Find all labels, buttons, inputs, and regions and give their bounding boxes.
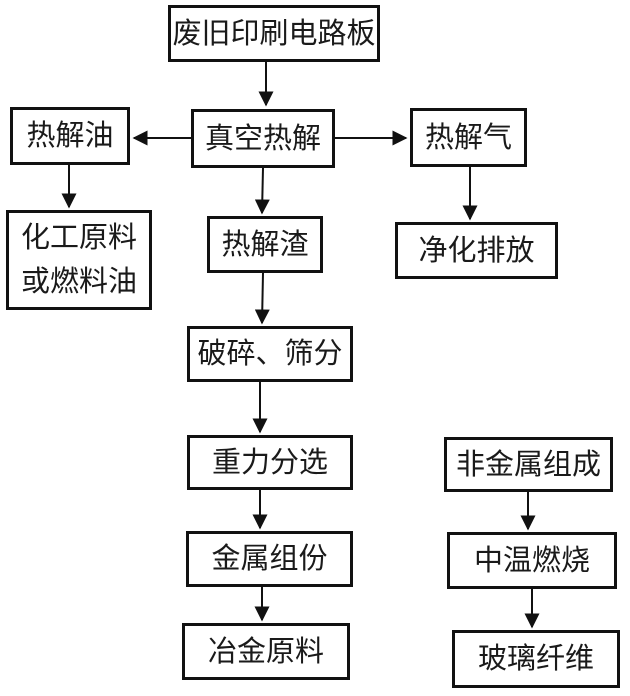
node-chemical-or-fuel-oil: 化工原料或燃料油 [6, 210, 152, 310]
node-pyrolysis-oil: 热解油 [10, 107, 130, 165]
node-metallurgy-raw-material: 冶金原料 [182, 623, 350, 680]
arrow-vacuum-pyrolysis-to-pyrolysis-residue [254, 167, 270, 215]
node-vacuum-pyrolysis: 真空热解 [191, 109, 335, 168]
node-gravity-separation: 重力分选 [187, 435, 353, 490]
node-nonmetal-fraction: 非金属组成 [444, 437, 613, 492]
node-pyrolysis-gas: 热解气 [410, 108, 527, 167]
node-waste-printed-circuit-board: 废旧印刷电路板 [168, 5, 380, 62]
arrow-pyrolysis-residue-to-crush-screen [254, 272, 270, 325]
node-pyrolysis-residue: 热解渣 [207, 216, 323, 273]
node-crush-screen: 破碎、筛分 [187, 326, 353, 382]
node-metal-fraction: 金属组份 [186, 531, 353, 587]
node-purified-discharge: 净化排放 [395, 222, 558, 279]
node-glass-fiber: 玻璃纤维 [452, 630, 620, 688]
node-mid-temp-combustion: 中温燃烧 [447, 532, 617, 589]
